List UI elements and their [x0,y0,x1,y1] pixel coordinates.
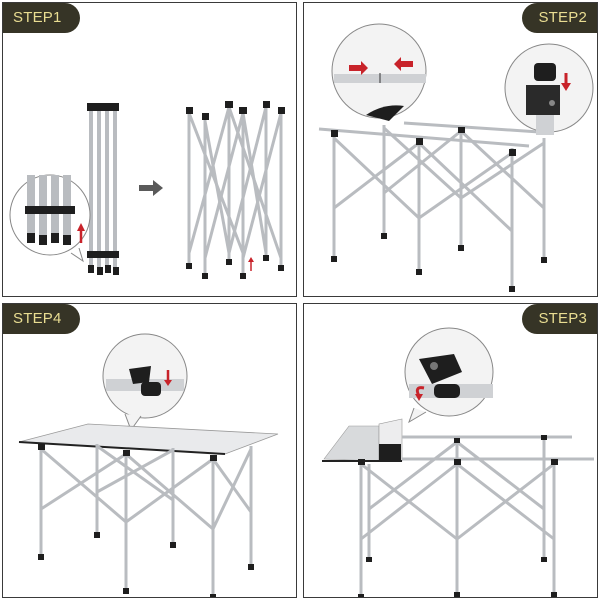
red-up-arrow-icon [248,257,254,262]
step3-illustration [322,327,594,597]
step1-panel: STEP1 [2,2,297,297]
step2-illustration [318,23,594,292]
red-right-arrow-icon [349,61,368,75]
step4-panel: STEP4 [2,303,297,598]
red-down-arrow-icon [164,380,172,386]
expanded-frame [187,105,283,275]
step2-panel: STEP2 [303,2,598,297]
gray-right-arrow-icon [139,180,163,196]
step2-badge: STEP2 [522,3,597,33]
step4-badge: STEP4 [3,304,80,334]
red-down-arrow-icon [561,83,571,91]
step2-callout-clip [504,43,594,135]
step2-callout-rail-joint [331,23,427,121]
step4-callout [102,333,188,432]
red-left-arrow-icon [394,57,413,71]
step1-illustration [9,101,285,279]
step1-callout [9,174,91,263]
step3-badge: STEP3 [522,304,597,334]
step1-badge: STEP1 [3,3,80,33]
frame [318,121,555,288]
folded-legs [89,105,117,275]
step3-callout [404,327,494,424]
step3-panel: STEP3 [303,303,598,598]
step4-illustration [18,333,279,597]
